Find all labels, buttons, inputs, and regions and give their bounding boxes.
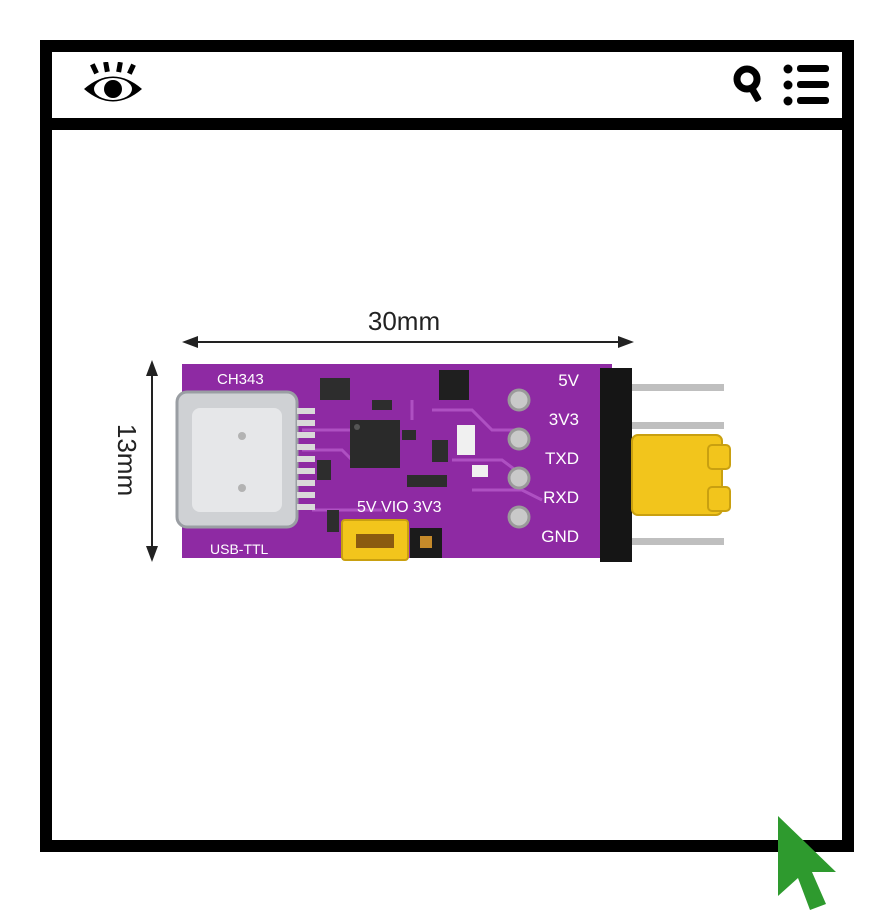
pin-label-5v: 5V [558,371,579,390]
browser-window: 30mm 13mm [40,40,854,852]
usb-c-port [175,390,315,529]
width-dimension: 30mm [182,306,634,348]
height-dimension: 13mm [112,360,158,562]
pin-label-txd: TXD [545,449,579,468]
eye-icon[interactable] [82,62,144,106]
pin-label-rxd: RXD [543,488,579,507]
pin-label-gnd: GND [541,527,579,546]
pin-label-3v3: 3V3 [549,410,579,429]
list-menu-icon[interactable] [782,62,830,108]
port-label: USB-TTL [210,541,269,557]
cursor-pointer-icon [778,816,836,910]
usb-ttl-board: CH343 USB-TTL 5V VIO 3V3 5V 3V3 TXD RXD … [175,364,731,562]
product-photo: 30mm 13mm [112,306,731,562]
voltage-select-label: 5V VIO 3V3 [357,499,442,516]
pin-header [600,368,731,562]
voltage-jumper [341,519,442,561]
content-area: 30mm 13mm [52,130,842,840]
height-label: 13mm [112,424,142,496]
top-bar [52,52,842,130]
chip-label: CH343 [217,371,264,388]
width-label: 30mm [368,306,440,336]
search-icon[interactable] [732,64,768,104]
